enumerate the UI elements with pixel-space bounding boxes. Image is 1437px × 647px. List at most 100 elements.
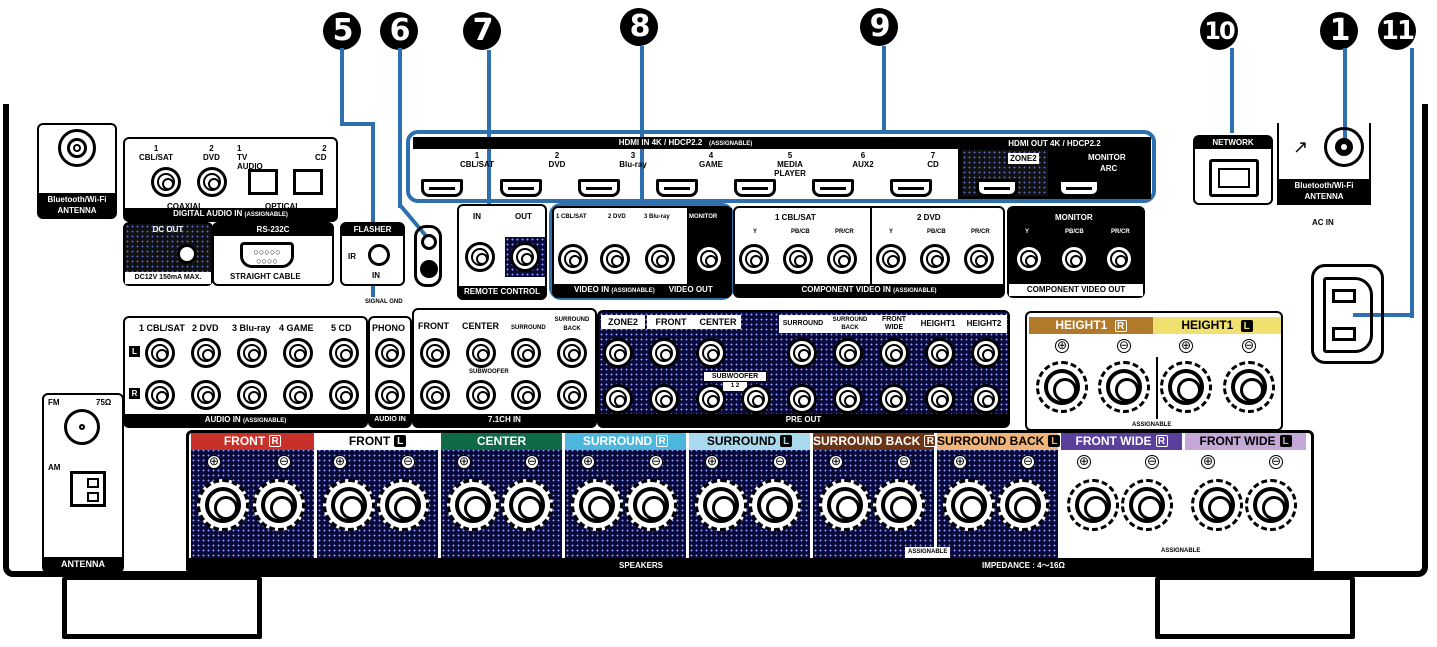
speaker-minus-terminal[interactable] — [749, 479, 801, 531]
video-in-1-jack[interactable] — [558, 244, 588, 274]
audio-in-4-r-jack[interactable] — [283, 380, 313, 410]
component-in-1-pr-jack[interactable] — [827, 244, 857, 274]
height1-r-minus-terminal[interactable] — [1098, 361, 1150, 413]
pre-out-front-l-jack[interactable] — [649, 338, 679, 368]
ch71-surround-back-r-jack[interactable] — [557, 380, 587, 410]
speaker-channel-name: SURROUND — [582, 434, 653, 448]
ch71-front-r-jack[interactable] — [420, 380, 450, 410]
speaker-minus-terminal[interactable] — [997, 479, 1049, 531]
pre-out-zone2-r-jack[interactable] — [603, 384, 633, 414]
component-in-1-pb-jack[interactable] — [783, 244, 813, 274]
component-in-2-y-jack[interactable] — [876, 244, 906, 274]
phono-l-jack[interactable] — [375, 338, 405, 368]
video-in-3-jack[interactable] — [645, 244, 675, 274]
audio-in-4-l-jack[interactable] — [283, 338, 313, 368]
flasher-jack[interactable] — [368, 244, 390, 266]
audio-in-2-l-jack[interactable] — [191, 338, 221, 368]
ethernet-port[interactable] — [1209, 159, 1259, 197]
pre-out-surround-back-l-jack[interactable] — [833, 338, 863, 368]
speaker-plus-terminal[interactable] — [1067, 479, 1119, 531]
component-out-pb-jack[interactable] — [1059, 244, 1089, 274]
hdmi-in-7-port[interactable] — [890, 179, 932, 197]
audio-in-3-l-jack[interactable] — [237, 338, 267, 368]
pre-out-front-wide-r-jack[interactable] — [879, 384, 909, 414]
speaker-minus-terminal[interactable] — [253, 479, 305, 531]
speaker-minus-terminal[interactable] — [873, 479, 925, 531]
hdmi-in-5-port[interactable] — [734, 179, 776, 197]
pre-out-subwoofer1-jack[interactable] — [696, 384, 726, 414]
hdmi-in-4-port[interactable] — [656, 179, 698, 197]
pre-out-surround-r-jack[interactable] — [787, 384, 817, 414]
pre-out-subwoofer-nums: 1 2 — [723, 382, 747, 391]
speaker-minus-terminal[interactable] — [377, 479, 429, 531]
video-in-2-jack[interactable] — [600, 244, 630, 274]
height1-l-minus-terminal[interactable] — [1223, 361, 1275, 413]
speaker-minus-terminal[interactable] — [501, 479, 553, 531]
pre-out-height2-r-jack[interactable] — [971, 384, 1001, 414]
speaker-plus-terminal[interactable] — [819, 479, 871, 531]
remote-in-jack[interactable] — [465, 242, 495, 272]
antenna-connector-icon[interactable] — [1324, 127, 1364, 167]
height1-r-plus-terminal[interactable] — [1036, 361, 1088, 413]
speaker-minus-terminal[interactable] — [625, 479, 677, 531]
pre-out-surround-back-r-jack[interactable] — [833, 384, 863, 414]
rs232c-port[interactable]: ○○○○○○○○○ — [240, 242, 294, 268]
speaker-plus-terminal[interactable] — [447, 479, 499, 531]
coaxial-dvd-jack[interactable] — [197, 167, 227, 197]
ch71-surround-l-jack[interactable] — [511, 338, 541, 368]
video-out-monitor-jack[interactable] — [694, 244, 724, 274]
dc-out-jack[interactable] — [177, 244, 197, 264]
pre-out-zone2-l-jack[interactable] — [603, 338, 633, 368]
ac-inlet[interactable] — [1311, 264, 1384, 364]
ch71-subwoofer-jack[interactable] — [466, 380, 496, 410]
pre-out-height1-r-jack[interactable] — [925, 384, 955, 414]
hdmi-out-zone2-port[interactable] — [976, 179, 1018, 197]
signal-gnd-terminal[interactable] — [414, 225, 442, 287]
speaker-plus-terminal[interactable] — [323, 479, 375, 531]
speaker-plus-terminal[interactable] — [1191, 479, 1243, 531]
audio-in-2-r-jack[interactable] — [191, 380, 221, 410]
component-out-y-jack[interactable] — [1014, 244, 1044, 274]
hdmi-in-3-port[interactable] — [578, 179, 620, 197]
speaker-plus-terminal[interactable] — [695, 479, 747, 531]
pre-out-surround-l-jack[interactable] — [787, 338, 817, 368]
pre-out-center-jack[interactable] — [696, 338, 726, 368]
audio-in-5-l-jack[interactable] — [329, 338, 359, 368]
ch71-center-jack[interactable] — [466, 338, 496, 368]
optical-cd-jack[interactable] — [293, 169, 323, 195]
hdmi-in-2-port[interactable] — [500, 179, 542, 197]
pre-out-height1-l-jack[interactable] — [925, 338, 955, 368]
pre-out-front-r-jack[interactable] — [649, 384, 679, 414]
speaker-plus-terminal[interactable] — [571, 479, 623, 531]
component-out-pr-jack[interactable] — [1104, 244, 1134, 274]
audio-in-1-l-jack[interactable] — [145, 338, 175, 368]
pre-out-front-wide-l-jack[interactable] — [879, 338, 909, 368]
audio-in-1-r-jack[interactable] — [145, 380, 175, 410]
fm-antenna-jack[interactable] — [64, 409, 100, 445]
pre-out-subwoofer2-jack[interactable] — [741, 384, 771, 414]
speaker-plus-terminal[interactable] — [943, 479, 995, 531]
audio-in-3-r-jack[interactable] — [237, 380, 267, 410]
pre-out-height2-l-jack[interactable] — [971, 338, 1001, 368]
speaker-minus-terminal[interactable] — [1121, 479, 1173, 531]
ch71-front-l-jack[interactable] — [420, 338, 450, 368]
component-in-2-pr-jack[interactable] — [964, 244, 994, 274]
phono-r-jack[interactable] — [375, 380, 405, 410]
hdmi-out-monitor-port[interactable] — [1058, 179, 1100, 197]
am-antenna-terminal[interactable] — [70, 471, 106, 507]
height1-l-plus-terminal[interactable] — [1160, 361, 1212, 413]
speaker-plus-terminal[interactable] — [197, 479, 249, 531]
remote-out-jack[interactable] — [510, 242, 540, 272]
ch71-surround-r-jack[interactable] — [511, 380, 541, 410]
speaker-minus-terminal[interactable] — [1245, 479, 1297, 531]
optical-tv-audio-jack[interactable] — [248, 169, 278, 195]
coaxial-cbl-sat-jack[interactable] — [151, 167, 181, 197]
audio-in-5-r-jack[interactable] — [329, 380, 359, 410]
ch71-surround-back-l-jack[interactable] — [557, 338, 587, 368]
component-in-1-y-jack[interactable] — [739, 244, 769, 274]
hdmi-in-6-port[interactable] — [812, 179, 854, 197]
component-in-2-pb-jack[interactable] — [920, 244, 950, 274]
antenna-connector-icon[interactable] — [58, 129, 96, 167]
hdmi-in-1-port[interactable] — [421, 179, 463, 197]
